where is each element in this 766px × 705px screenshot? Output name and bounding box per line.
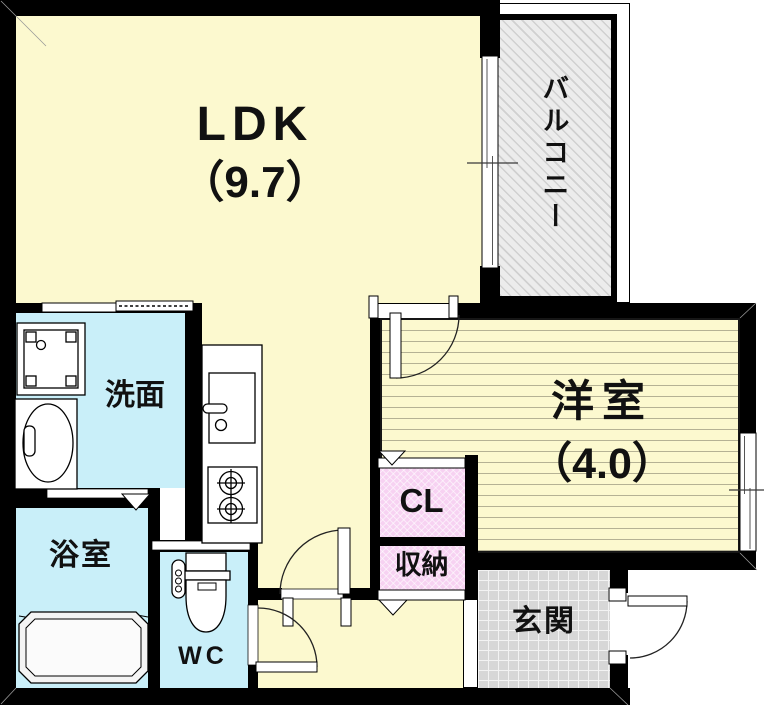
washroom-label: 洗面 (105, 379, 165, 412)
wash-basin-icon (14, 398, 78, 490)
ldk-area-label: （9.7） (180, 158, 330, 207)
wall-outer-bottom (0, 688, 630, 705)
storage-label: 収納 (394, 550, 449, 580)
wall-bath-right (148, 488, 160, 690)
wall-entrance-right-upper (610, 570, 628, 593)
balcony-floor (490, 14, 617, 303)
western-room-label: 洋室 (551, 378, 653, 426)
room-entrance (478, 570, 610, 688)
wall-closet-divider (378, 537, 465, 546)
western-room-area-label: （4.0） (529, 440, 675, 488)
closet-door-marker (377, 450, 466, 469)
room-closet (378, 468, 465, 537)
wc-top-band (151, 540, 251, 551)
wall-western-bottom (465, 553, 756, 570)
balcony-window (467, 55, 518, 269)
wall-wc-right-upper (248, 540, 258, 605)
entrance-label: 玄関 (512, 605, 576, 638)
wc-label: WC (178, 642, 228, 670)
wall-closet-right (465, 455, 478, 600)
closet-label: CL (399, 482, 444, 519)
western-window (729, 432, 764, 552)
wall-outer-left (0, 0, 16, 705)
wall-ldk-right-upper (480, 0, 500, 58)
washroom-sliding-door (41, 300, 194, 313)
front-door (608, 587, 688, 665)
western-room-door (368, 295, 460, 379)
bathroom-label: 浴室 (49, 539, 113, 572)
room-ldk (16, 16, 482, 303)
bathtub-icon (18, 611, 149, 684)
kitchen-counter (201, 344, 263, 544)
wall-hall-left (250, 588, 282, 600)
wc-door (247, 604, 318, 673)
hall-door (279, 527, 352, 627)
wall-wc-right-lower (248, 665, 258, 690)
room-storage (378, 546, 465, 590)
wall-outer-top (0, 0, 500, 16)
toilet-icon (171, 552, 231, 633)
balcony-label: バルコニー (538, 74, 569, 234)
ldk-label: LDK (196, 98, 314, 151)
wall-hall-right (342, 588, 378, 600)
storage-door-marker (377, 589, 466, 616)
bathroom-door-marker (46, 488, 152, 511)
washing-machine-icon (16, 322, 86, 396)
wall-western-top (370, 303, 756, 318)
wall-washroom-right (185, 303, 202, 545)
wall-closet-left (370, 318, 380, 600)
kitchen-faucet-icon (202, 403, 228, 414)
